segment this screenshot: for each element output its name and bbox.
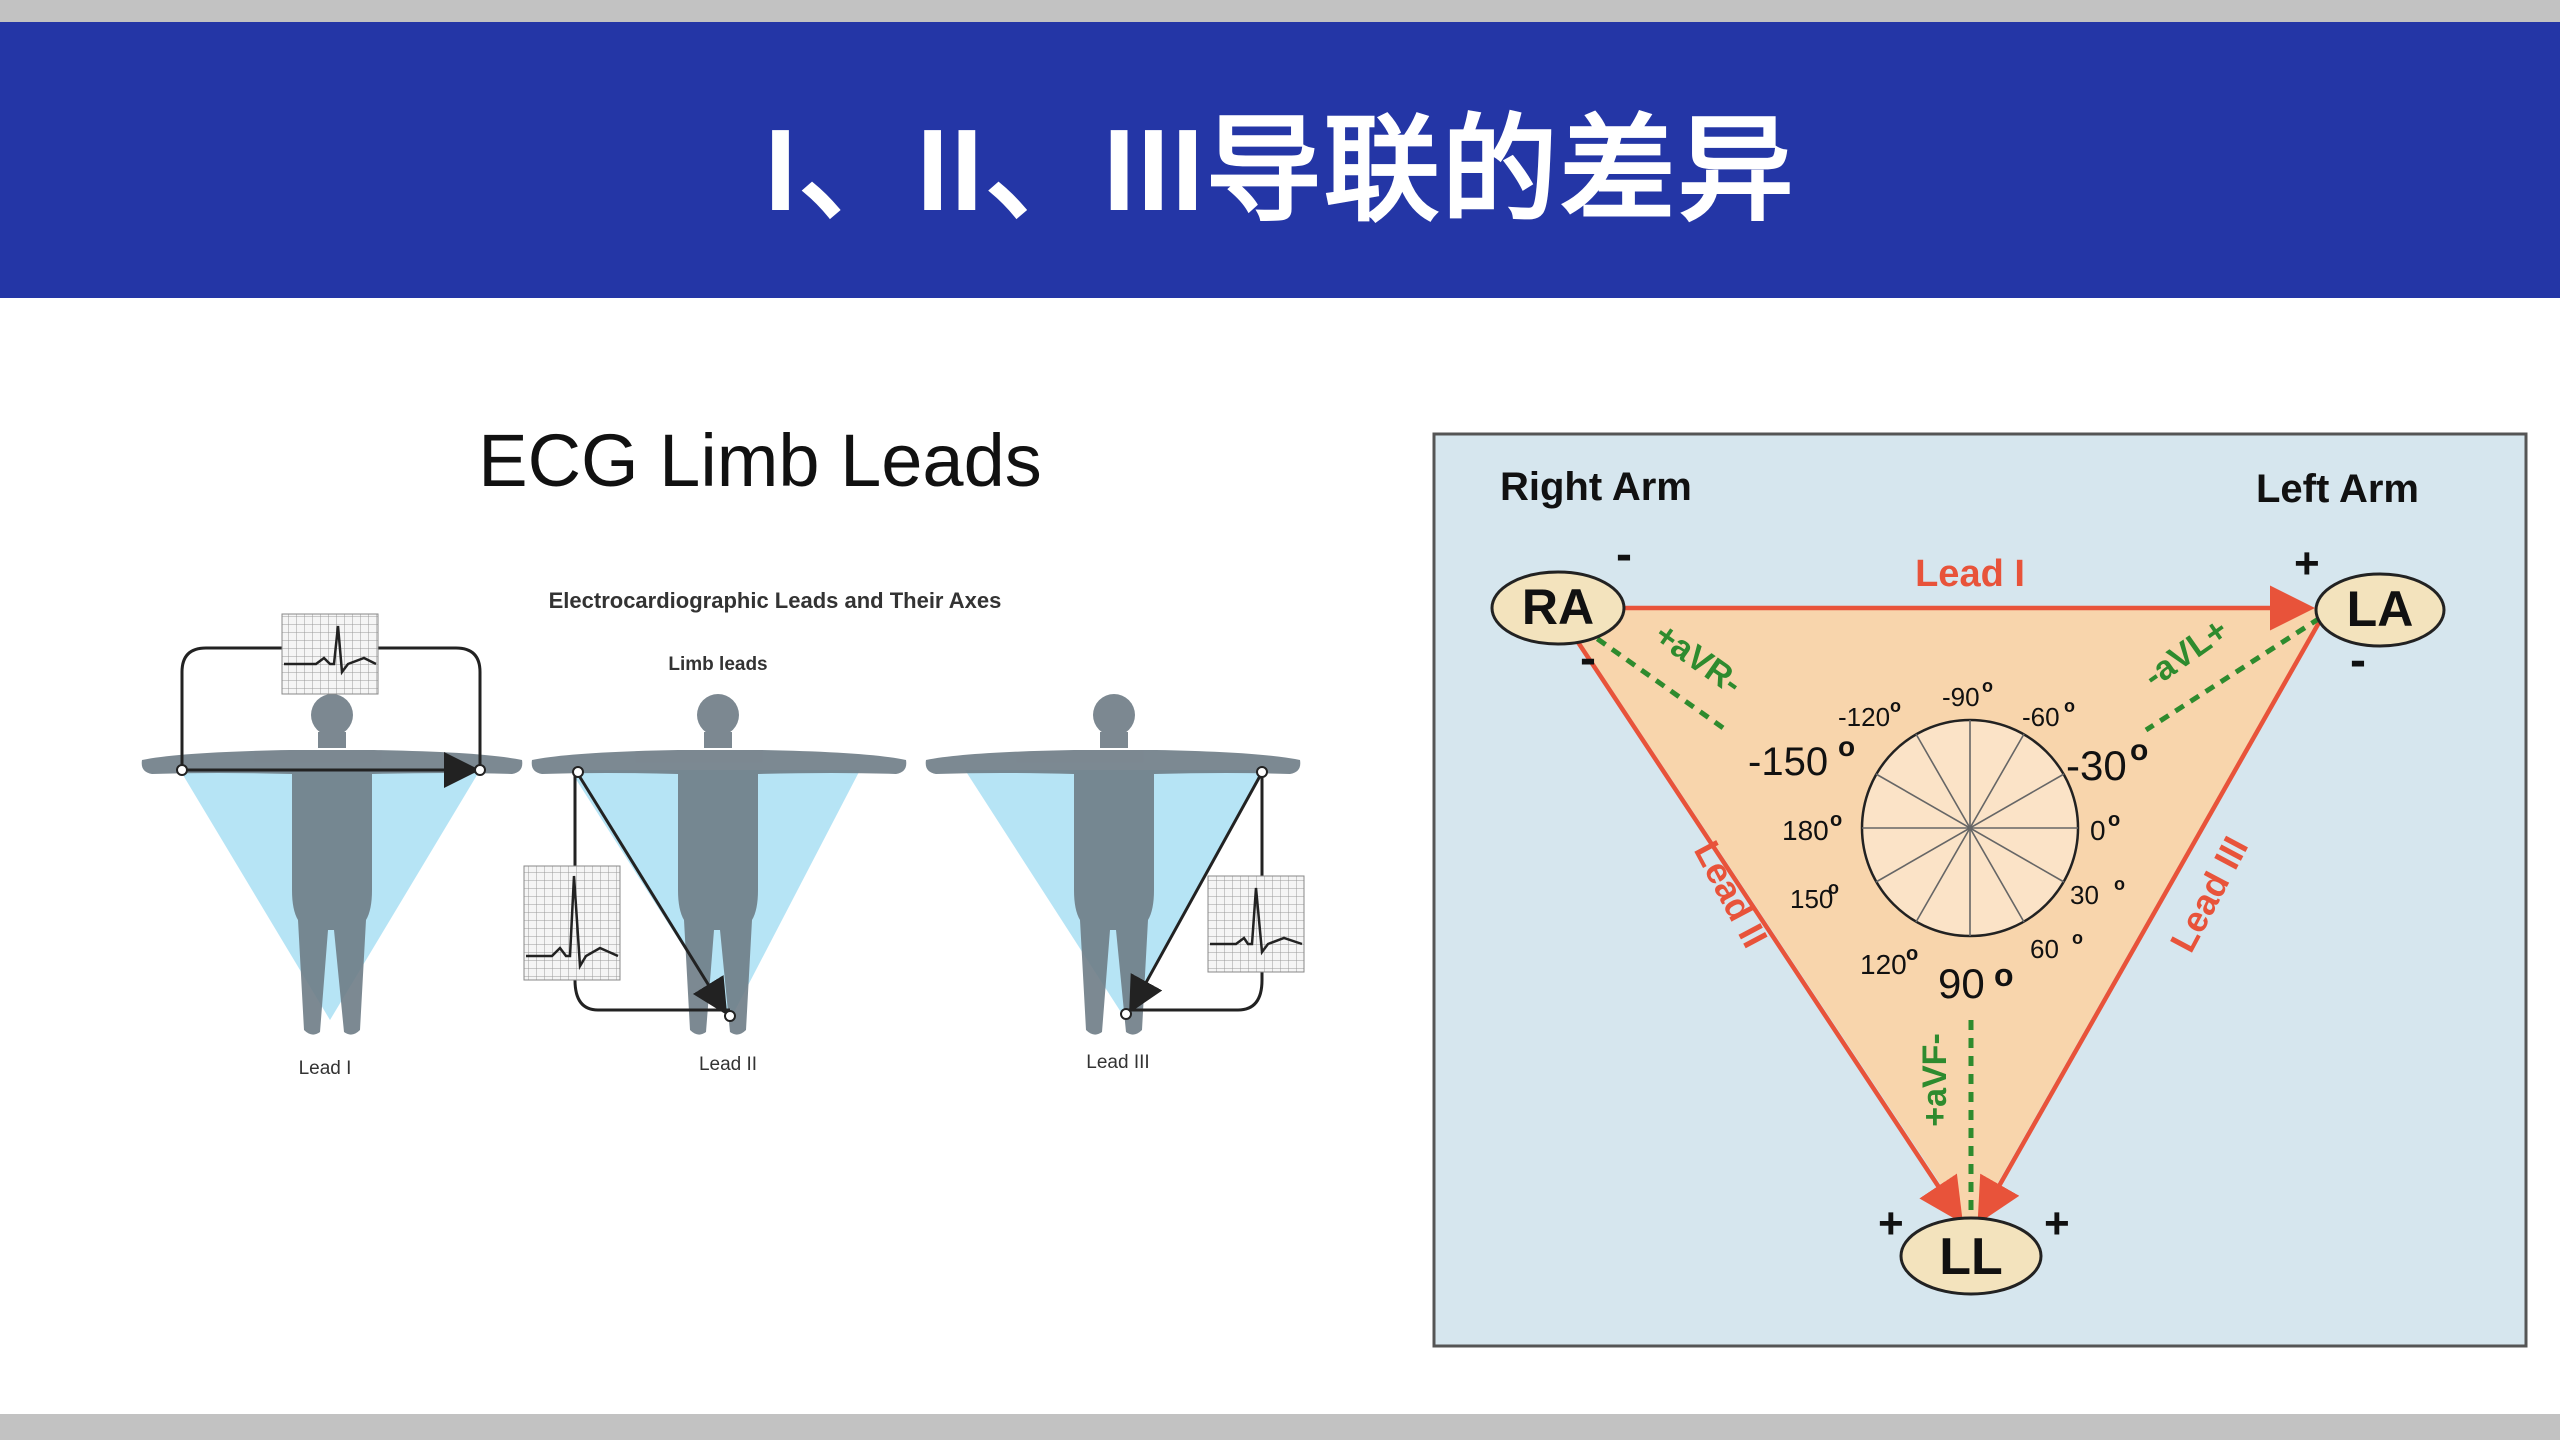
bottom-gray-strip bbox=[0, 1414, 2560, 1440]
title-band: I、II、III导联的差异 bbox=[0, 22, 2560, 298]
hexaxial-wheel bbox=[1860, 718, 2080, 938]
lead1-label: Lead I bbox=[299, 1058, 352, 1079]
deg-minus-30: o bbox=[2130, 734, 2148, 767]
lead2-axis-arrow bbox=[576, 773, 728, 1016]
angle-120: 120 bbox=[1860, 949, 1907, 980]
lead3-axis-arrow bbox=[1129, 775, 1262, 1014]
lead2-line bbox=[1556, 610, 1963, 1224]
right-arm-label: Right Arm bbox=[1500, 465, 1692, 509]
angle-minus-60: -60 bbox=[2022, 702, 2060, 732]
node-la-label: LA bbox=[2347, 581, 2414, 637]
ra-minus-bottom: - bbox=[1580, 632, 1596, 685]
deg-0: o bbox=[2108, 809, 2120, 831]
angle-60: 60 bbox=[2030, 934, 2059, 964]
left-arm-label: Left Arm bbox=[2256, 467, 2419, 511]
body-lead-1: Lead I bbox=[141, 613, 523, 1079]
node-ll: LL bbox=[1899, 1216, 2043, 1296]
top-gray-strip bbox=[0, 0, 2560, 22]
left-heading: ECG Limb Leads bbox=[478, 419, 1042, 502]
limb-leads-figure: Electrocardiographic Leads and Their Axe… bbox=[141, 588, 1305, 1079]
node-la: LA bbox=[2314, 572, 2446, 648]
lead3-wire bbox=[1126, 772, 1264, 1012]
deg-minus-120: o bbox=[1890, 696, 1901, 716]
angle-150: 150 bbox=[1790, 884, 1833, 914]
angle-minus-120: -120 bbox=[1838, 702, 1890, 732]
angle-0: 0 bbox=[2090, 815, 2106, 846]
deg-minus-60: o bbox=[2064, 696, 2075, 716]
node-ra-label: RA bbox=[1522, 579, 1594, 635]
lead3-line bbox=[1977, 610, 2327, 1224]
la-plus: + bbox=[2294, 539, 2320, 588]
angle-180: 180 bbox=[1782, 815, 1829, 846]
angle-labels: -150 o -120 o -90 o -60 o -30 o 180 o 0 … bbox=[1748, 676, 2148, 1007]
deg-180: o bbox=[1830, 809, 1842, 831]
figure-subcaption: Limb leads bbox=[668, 654, 767, 675]
einthoven-triangle-figure: Right Arm Left Arm Lead I Lead II Lead I… bbox=[1432, 432, 2528, 1348]
figure-caption: Electrocardiographic Leads and Their Axe… bbox=[549, 588, 1002, 613]
deg-90: o bbox=[1994, 957, 2014, 993]
ll-plus-right: + bbox=[2044, 1199, 2070, 1248]
angle-90: 90 bbox=[1938, 960, 1985, 1007]
node-ll-label: LL bbox=[1939, 1228, 2003, 1286]
deg-minus-150: o bbox=[1838, 731, 1855, 762]
lead1-ecg-strip bbox=[281, 613, 379, 695]
deg-30: o bbox=[2114, 874, 2125, 894]
body-lead-3: Lead III bbox=[925, 694, 1305, 1073]
deg-minus-90: o bbox=[1982, 676, 1993, 696]
deg-60: o bbox=[2072, 928, 2083, 948]
angle-minus-90: -90 bbox=[1942, 682, 1980, 712]
lead3-label: Lead III bbox=[1086, 1052, 1149, 1073]
lead2-label: Lead II bbox=[699, 1054, 757, 1075]
angle-minus-150: -150 bbox=[1748, 740, 1828, 784]
node-ra: RA bbox=[1490, 570, 1626, 646]
deg-120: o bbox=[1906, 943, 1918, 965]
la-minus: - bbox=[2350, 634, 2366, 687]
polarity-signs: - - + - + + bbox=[1580, 528, 2366, 1248]
ra-minus-top: - bbox=[1616, 528, 1632, 581]
angle-30: 30 bbox=[2070, 880, 2099, 910]
deg-150: o bbox=[1828, 878, 1839, 898]
angle-minus-30: -30 bbox=[2066, 742, 2127, 789]
ll-plus-left: + bbox=[1878, 1199, 1904, 1248]
body-lead-2: Lead II bbox=[523, 694, 907, 1075]
avr-line bbox=[1566, 615, 1728, 733]
avf-text: +aVF- bbox=[1916, 1033, 1954, 1127]
page-title: I、II、III导联的差异 bbox=[764, 105, 1796, 235]
lead1-text: Lead I bbox=[1915, 553, 2025, 595]
